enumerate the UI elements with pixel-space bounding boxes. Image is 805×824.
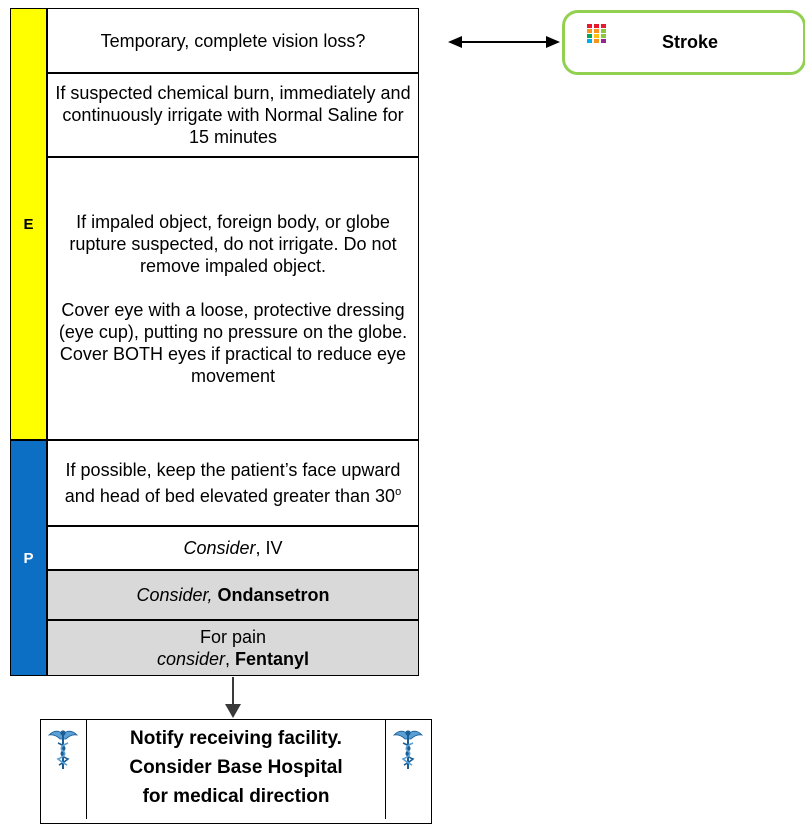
stroke-label[interactable]: Stroke	[661, 32, 719, 52]
fentanyl-comma: ,	[225, 649, 231, 669]
consider-iv-box: Consider, IV	[47, 526, 419, 570]
down-arrow-icon	[225, 677, 241, 718]
double-arrow-icon	[448, 36, 560, 48]
section-p-bar: P	[10, 440, 47, 676]
ondansetron-box: Consider, Ondansetron	[47, 570, 419, 620]
impaled-object-box: If impaled object, foreign body, or glob…	[47, 157, 419, 440]
head-elevation-box: If possible, keep the patient’s face upw…	[47, 440, 419, 526]
notify-line-3: for medical direction	[142, 786, 330, 807]
consider-iv-italic: Consider	[183, 538, 256, 558]
notify-line-2: Consider Base Hospital	[129, 757, 343, 778]
impaled-object-text-1: If impaled object, foreign body, or glob…	[69, 211, 397, 254]
ondansetron-drug: Ondansetron	[217, 585, 330, 605]
chemical-burn-box: If suspected chemical burn, immediately …	[47, 73, 419, 157]
notify-right-divider	[385, 719, 386, 819]
fentanyl-consider: consider	[156, 649, 225, 669]
ondansetron-consider: Consider,	[136, 585, 213, 605]
notify-facility-box	[40, 719, 432, 824]
caduceus-icon	[392, 727, 424, 776]
chemical-burn-text: If suspected chemical burn, immediately …	[55, 83, 411, 147]
fentanyl-drug: Fentanyl	[235, 649, 310, 669]
section-p-label: P	[23, 549, 34, 567]
notify-left-divider	[86, 719, 87, 819]
fentanyl-box: For pain consider, Fentanyl	[47, 620, 419, 676]
caduceus-icon	[47, 727, 79, 776]
head-elevation-text: If possible, keep the patient’s face upw…	[64, 460, 401, 506]
vision-loss-question-box[interactable]: Temporary, complete vision loss?	[47, 8, 419, 73]
section-e-label: E	[23, 215, 34, 233]
vision-loss-question-text: Temporary, complete vision loss?	[100, 30, 366, 51]
for-pain-text: For pain	[199, 627, 267, 647]
section-e-bar: E	[10, 8, 47, 440]
impaled-object-text-2: remove impaled object.	[139, 255, 327, 276]
notify-facility-text: Notify receiving facility. Consider Base…	[87, 719, 385, 816]
consider-iv-text: , IV	[255, 538, 283, 558]
cover-eye-text: Cover eye with a loose, protective dress…	[58, 299, 408, 386]
notify-line-1: Notify receiving facility.	[130, 728, 342, 749]
color-grid-icon	[587, 24, 607, 49]
degree-superscript: o	[395, 486, 402, 498]
